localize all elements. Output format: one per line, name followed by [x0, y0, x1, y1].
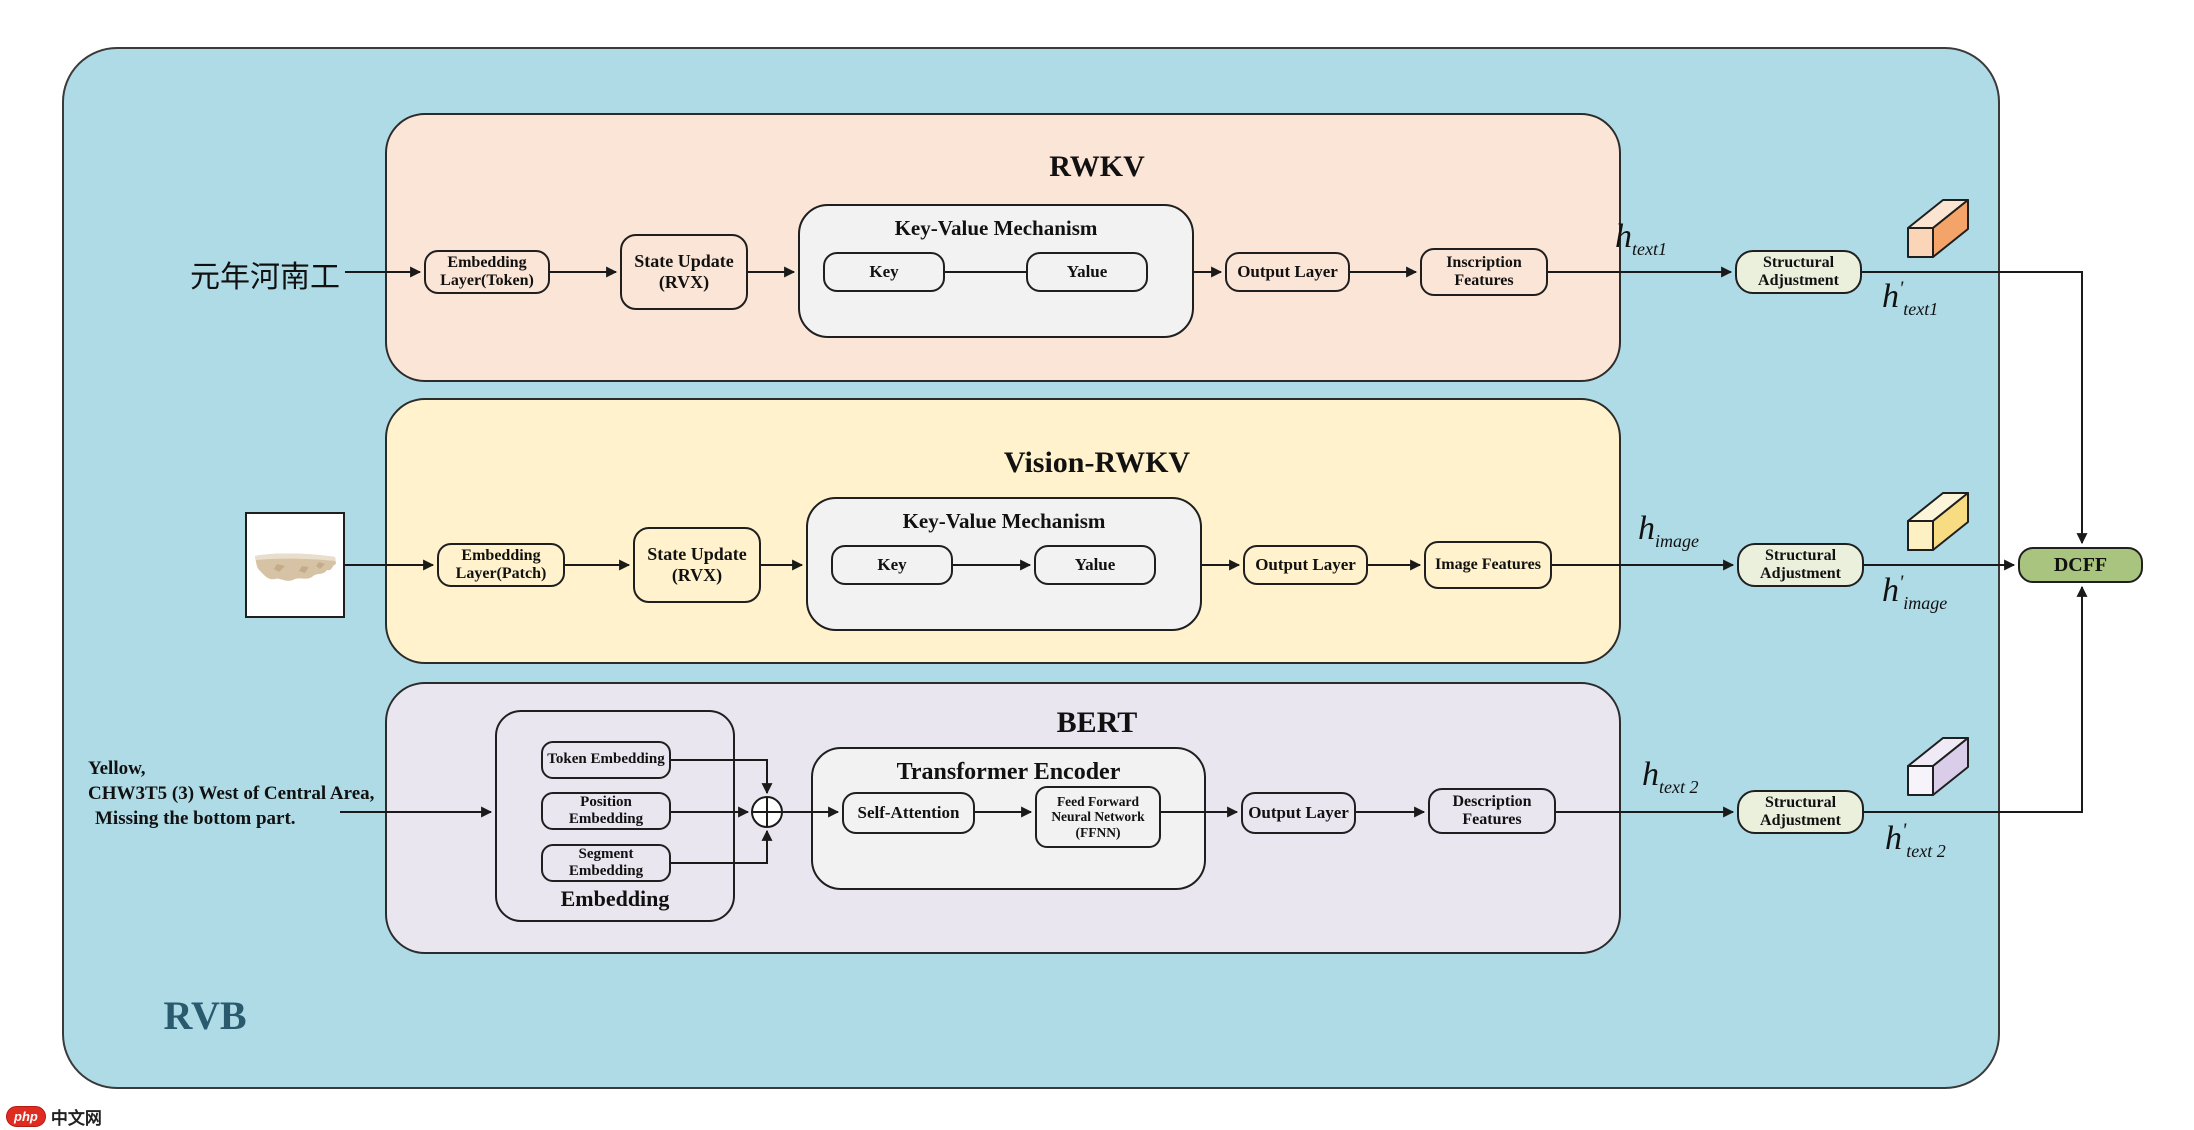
h-text2-prime-label: h'text 2	[1885, 819, 1946, 861]
bert-input-line2: CHW3T5 (3) West of Central Area,	[88, 783, 375, 804]
vision-key-box: Key	[831, 545, 953, 585]
vision-rwkv-panel-title: Vision-RWKV	[1003, 446, 1191, 479]
rwkv-output-layer-box: Output Layer	[1225, 252, 1350, 292]
bert-embedding-group-label: Embedding	[560, 886, 670, 911]
segment-embedding-box: Segment Embedding	[541, 844, 671, 882]
h-text1-prime-label: h'text1	[1882, 277, 1939, 319]
bert-input-line3: Missing the bottom part.	[95, 808, 296, 829]
rwkv-inscription-features-box: Inscription Features	[1420, 248, 1548, 296]
rwkv-key-box: Key	[823, 252, 945, 292]
self-attention-box: Self-Attention	[842, 792, 975, 834]
vision-state-update-box: State Update (RVX)	[633, 527, 761, 603]
h-image-label: himage	[1638, 510, 1699, 551]
php-logo-icon: php	[6, 1106, 46, 1127]
dcff-box: DCFF	[2018, 547, 2143, 583]
rwkv-value-box: Yalue	[1026, 252, 1148, 292]
bert-embedding-container: Embedding	[495, 710, 735, 922]
rwkv-state-update-box: State Update (RVX)	[620, 234, 748, 310]
bert-panel-title: BERT	[1056, 706, 1138, 739]
bert-output-layer-box: Output Layer	[1241, 792, 1356, 834]
rwkv-input-text: 元年河南工	[190, 261, 340, 294]
rvb-label: RVB	[163, 993, 247, 1038]
vision-image-features-box: Image Features	[1424, 541, 1552, 589]
position-embedding-box: Position Embedding	[541, 792, 671, 830]
h-text1-label: htext1	[1615, 218, 1667, 259]
vision-structural-adjustment-box: Structural Adjustment	[1737, 543, 1864, 587]
vision-value-box: Yalue	[1034, 545, 1156, 585]
transformer-encoder-title: Transformer Encoder	[896, 759, 1121, 785]
rwkv-embedding-layer-box: Embedding Layer(Token)	[424, 250, 550, 294]
vision-embedding-layer-box: Embedding Layer(Patch)	[437, 543, 565, 587]
bert-input-line1: Yellow,	[88, 758, 146, 779]
bert-description-features-box: Description Features	[1428, 788, 1556, 834]
rwkv-panel-title: RWKV	[1049, 150, 1145, 183]
text1-feature-cube-icon	[1907, 199, 1969, 258]
text2-feature-cube-icon	[1907, 737, 1969, 796]
vision-kv-mechanism-title: Key-Value Mechanism	[902, 509, 1106, 533]
stone-fragment-image	[255, 553, 336, 581]
bert-input-text: Yellow, CHW3T5 (3) West of Central Area,…	[88, 756, 374, 831]
h-text2-label: htext 2	[1642, 756, 1699, 797]
watermark-site-name: 中文网	[50, 1109, 102, 1128]
token-embedding-box: Token Embedding	[541, 741, 671, 779]
ffnn-box: Feed Forward Neural Network (FFNN)	[1035, 786, 1161, 848]
watermark: php 中文网	[6, 1104, 102, 1129]
vision-output-layer-box: Output Layer	[1243, 545, 1368, 585]
inscription-image-thumbnail	[245, 512, 345, 618]
rwkv-kv-mechanism-title: Key-Value Mechanism	[894, 216, 1098, 240]
image-feature-cube-icon	[1907, 492, 1969, 551]
h-image-prime-label: h'image	[1882, 571, 1948, 613]
rwkv-structural-adjustment-box: Structural Adjustment	[1735, 250, 1862, 294]
bert-structural-adjustment-box: Structural Adjustment	[1737, 790, 1864, 834]
